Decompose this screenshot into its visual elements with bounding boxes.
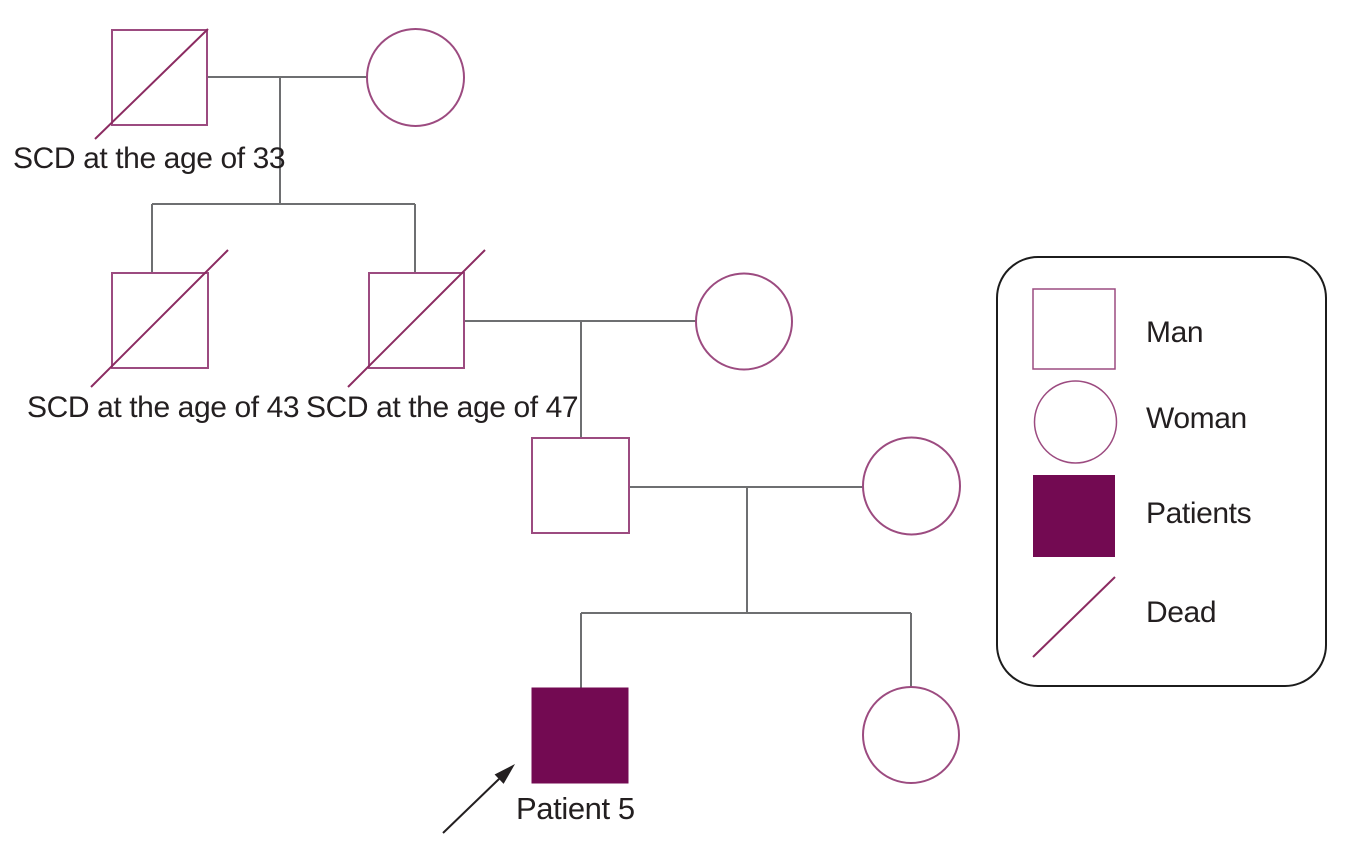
legend-symbols <box>1032 288 1118 658</box>
legend-label-man: Man <box>1146 316 1204 349</box>
connector-lines <box>151 76 912 688</box>
legend-woman-circle-icon <box>1033 380 1118 464</box>
person-II2-male-square <box>368 272 465 369</box>
label-patient-5: Patient 5 <box>516 791 635 826</box>
proband-arrow-head <box>494 764 515 784</box>
proband-arrow-shaft <box>442 778 500 834</box>
label-scd-33: SCD at the age of 33 <box>13 142 286 175</box>
person-IV1-patient-square <box>531 687 629 784</box>
person-I2-female-circle <box>366 28 465 127</box>
legend-label-woman: Woman <box>1146 402 1247 435</box>
dead-slash-II2 <box>347 249 486 388</box>
person-II3-female-circle <box>695 272 793 371</box>
legend-patients-square-icon <box>1033 475 1115 557</box>
label-scd-43: SCD at the age of 43 <box>27 391 300 424</box>
person-III2-female-circle <box>862 436 961 536</box>
person-II1-male-square <box>111 272 209 369</box>
dead-slash-II1 <box>90 249 229 388</box>
proband-arrow <box>442 764 515 834</box>
legend-box <box>996 256 1327 687</box>
person-III1-male-square <box>531 437 630 534</box>
legend-dead-slash-icon <box>1032 576 1116 658</box>
legend-label-patients: Patients <box>1146 497 1252 530</box>
person-IV2-female-circle <box>862 686 960 784</box>
legend-man-square-icon <box>1032 288 1116 370</box>
dead-slash-I1 <box>94 28 209 140</box>
legend-label-dead: Dead <box>1146 596 1217 629</box>
label-scd-47: SCD at the age of 47 <box>306 391 579 424</box>
